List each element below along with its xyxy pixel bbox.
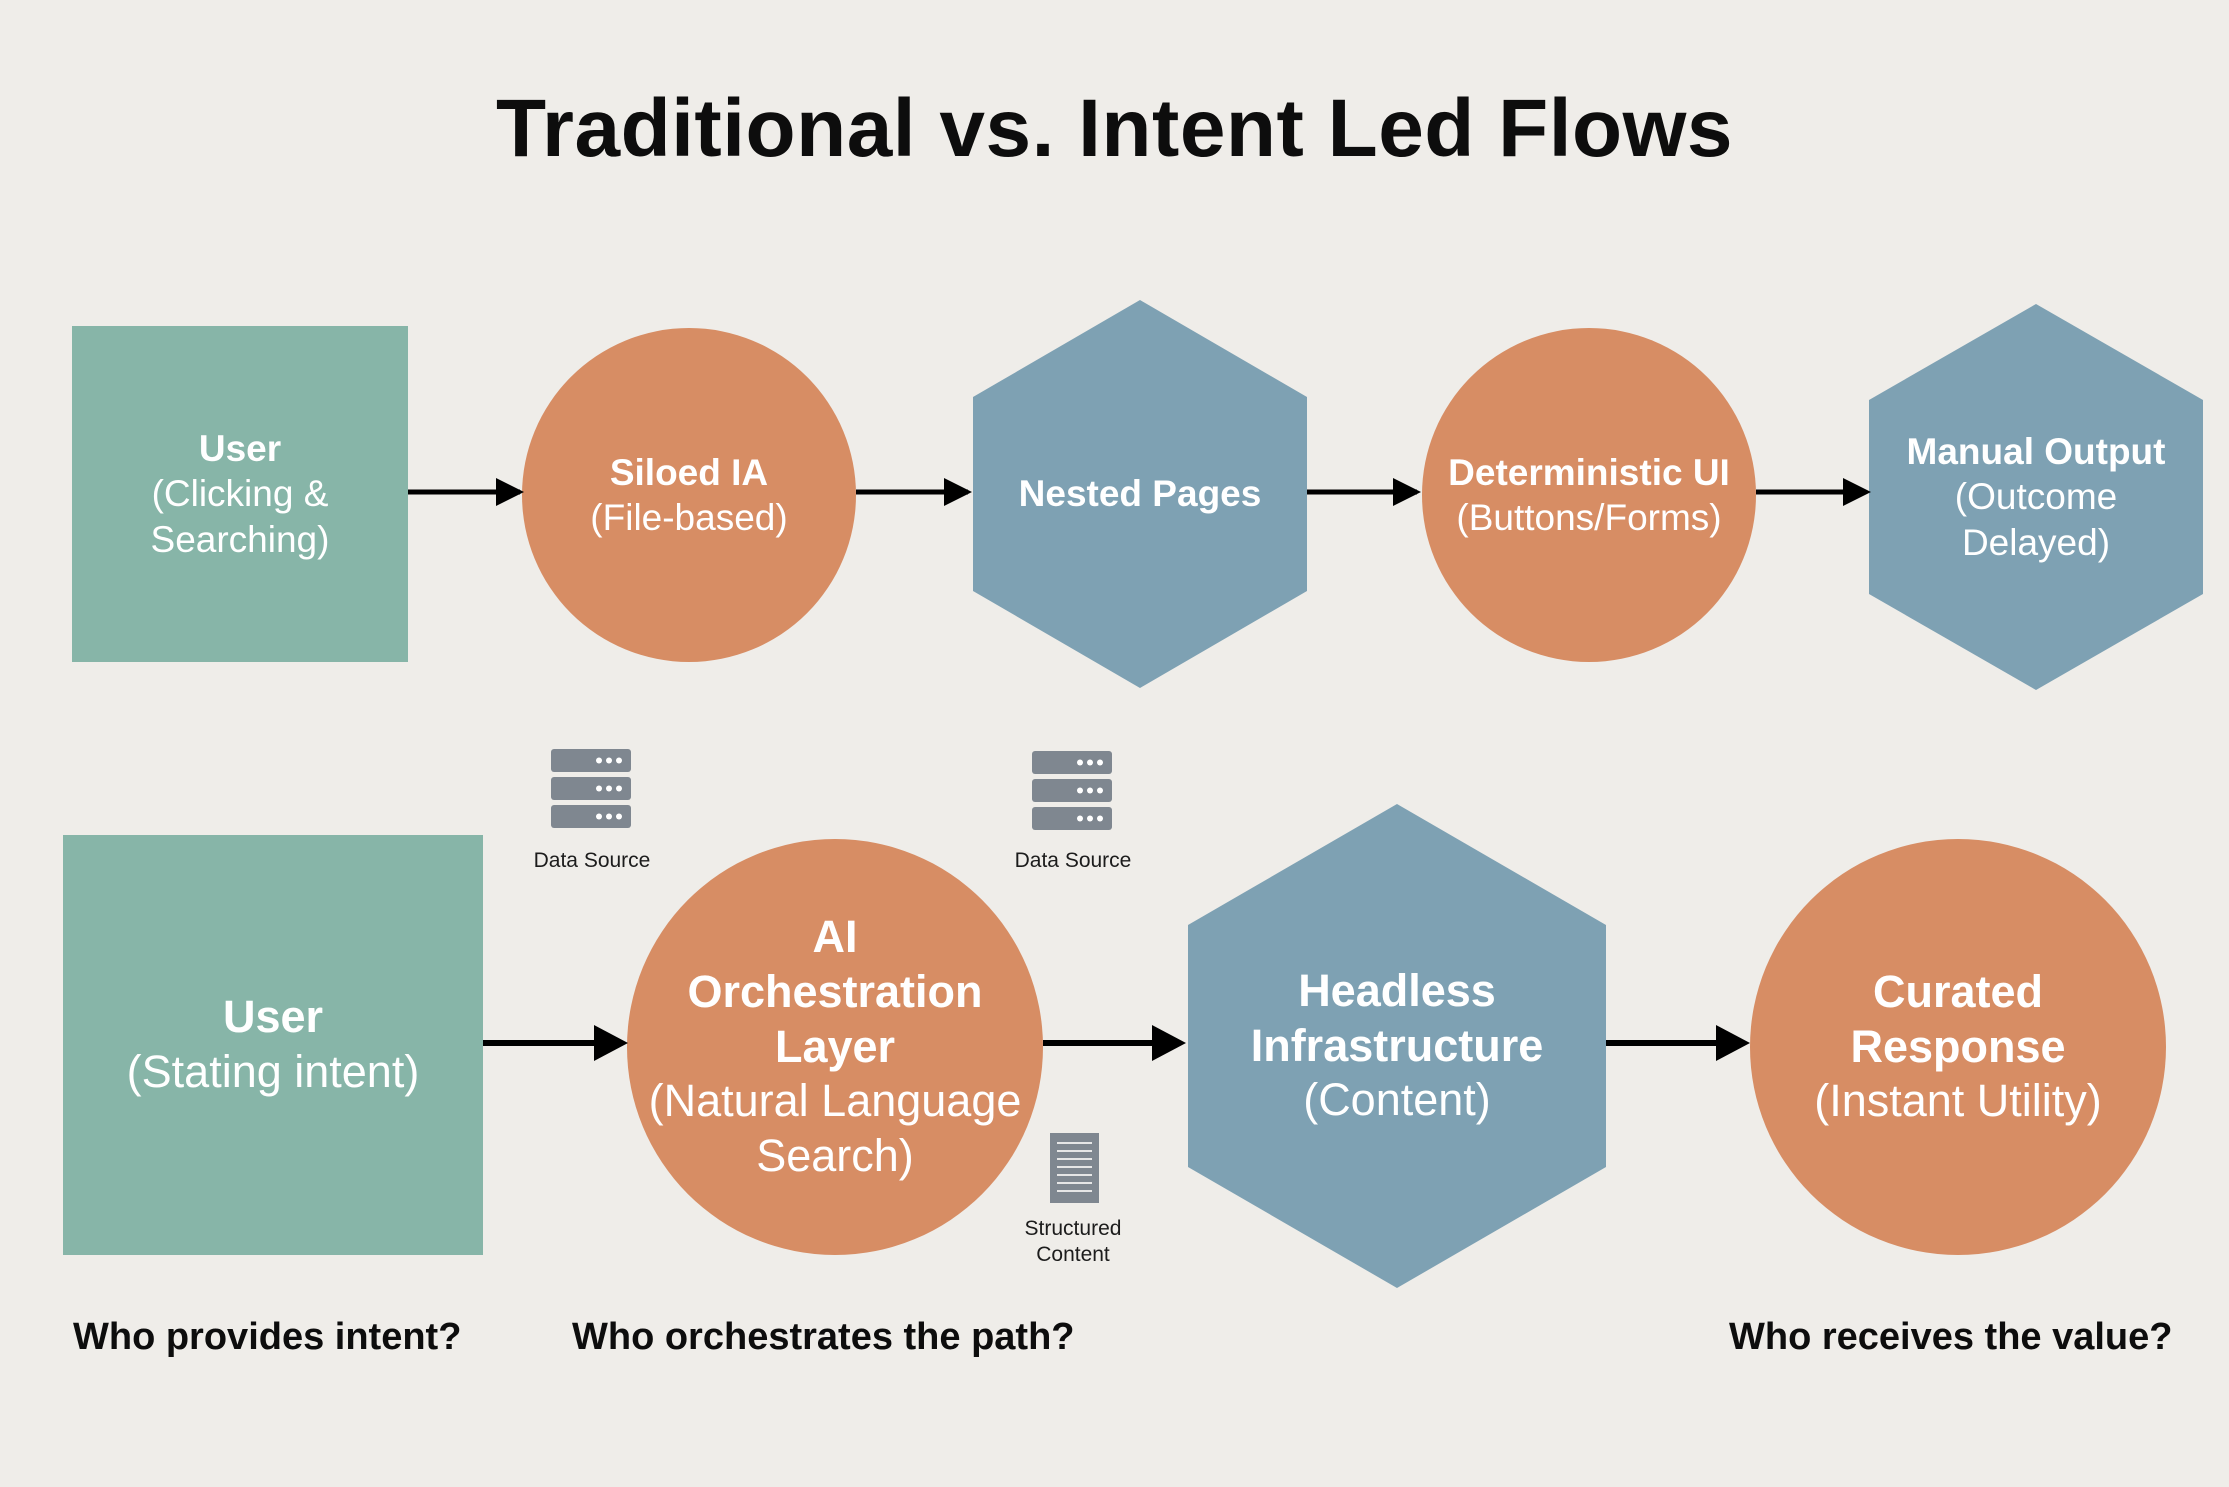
node-subtitle: (Content) xyxy=(1303,1074,1491,1126)
node-subtitle: (Clicking & Searching) xyxy=(150,473,330,560)
traditional-deterministic-ui-label: Deterministic UI (Buttons/Forms) xyxy=(1422,328,1756,662)
arrowhead-3 xyxy=(1393,478,1421,506)
node-subtitle: (Stating intent) xyxy=(126,1046,420,1097)
node-subtitle: (Outcome Delayed) xyxy=(1954,476,2118,563)
intent-ai-orchestration-label: AI Orchestration Layer (Natural Language… xyxy=(627,839,1043,1255)
node-name: Headless Infrastructure xyxy=(1250,964,1544,1071)
node-name: Manual Output xyxy=(1906,431,2166,473)
intent-curated-response-label: Curated Response (Instant Utility) xyxy=(1750,839,2166,1255)
document-icon xyxy=(1050,1133,1099,1203)
traditional-manual-output-hexagon xyxy=(1869,304,2203,690)
intent-headless-infrastructure-label: Headless Infrastructure (Content) xyxy=(1188,804,1606,1288)
traditional-deterministic-ui-circle xyxy=(1422,328,1756,662)
intent-arrowheads xyxy=(594,1025,1750,1061)
intent-user-label: User (Stating intent) xyxy=(63,835,483,1255)
arrowhead-7 xyxy=(1716,1025,1750,1061)
question-provides-intent: Who provides intent? xyxy=(73,1316,462,1358)
diagram-title: Traditional vs. Intent Led Flows xyxy=(495,83,1734,174)
arrowhead-4 xyxy=(1843,478,1871,506)
traditional-siloed-ia-circle xyxy=(522,328,856,662)
traditional-nested-pages-label: Nested Pages xyxy=(973,300,1307,688)
server-icon xyxy=(551,749,631,828)
node-subtitle: (File-based) xyxy=(590,497,788,538)
intent-ai-orchestration-circle xyxy=(627,839,1043,1255)
data-source-caption: Data Source xyxy=(533,849,651,872)
intent-headless-infrastructure-hexagon xyxy=(1188,804,1606,1288)
traditional-arrowheads xyxy=(496,478,1871,506)
traditional-user-label: User (Clicking & Searching) xyxy=(72,326,408,662)
data-source-caption: Data Source xyxy=(1014,849,1132,872)
structured-content-caption: Structured Content xyxy=(1024,1217,1122,1267)
arrowhead-6 xyxy=(1152,1025,1186,1061)
node-name: Curated Response xyxy=(1850,965,2066,1072)
server-icon xyxy=(1032,751,1112,830)
intent-user-square xyxy=(63,835,483,1255)
arrowhead-5 xyxy=(594,1025,628,1061)
traditional-manual-output-label: Manual Output (Outcome Delayed) xyxy=(1869,304,2203,690)
traditional-siloed-ia-label: Siloed IA (File-based) xyxy=(522,328,856,662)
traditional-nested-pages-hexagon xyxy=(973,300,1307,688)
question-orchestrates-path: Who orchestrates the path? xyxy=(572,1316,1075,1358)
arrowhead-2 xyxy=(944,478,972,506)
node-name: Nested Pages xyxy=(1018,473,1262,515)
traditional-user-square xyxy=(72,326,408,662)
intent-curated-response-circle xyxy=(1750,839,2166,1255)
node-subtitle: (Natural Language Search) xyxy=(648,1075,1022,1182)
node-name: AI Orchestration Layer xyxy=(687,910,983,1072)
node-name: Deterministic UI xyxy=(1448,451,1730,493)
question-receives-value: Who receives the value? xyxy=(1729,1316,2173,1358)
node-name: User xyxy=(222,991,324,1043)
node-name: User xyxy=(198,428,282,470)
node-name: Siloed IA xyxy=(609,451,769,493)
node-subtitle: (Buttons/Forms) xyxy=(1456,497,1722,538)
node-subtitle: (Instant Utility) xyxy=(1814,1075,2102,1127)
arrowhead-1 xyxy=(496,478,524,506)
